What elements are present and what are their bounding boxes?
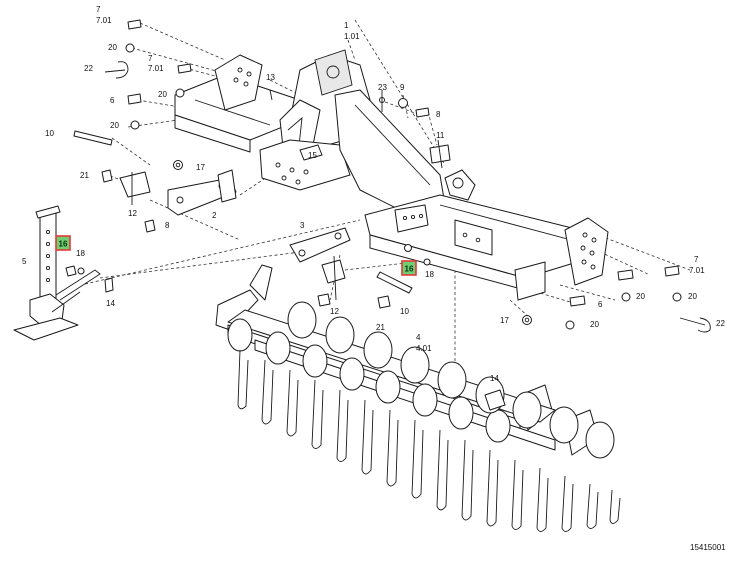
label-7-01: 7.01 xyxy=(148,64,164,73)
label-5: 5 xyxy=(22,257,27,266)
label-17: 17 xyxy=(500,316,509,325)
label-4-01: 4.01 xyxy=(416,344,432,353)
highlight-label: 16 xyxy=(405,265,414,274)
label-22: 22 xyxy=(84,64,93,73)
label-23: 23 xyxy=(378,83,387,92)
label-17: 17 xyxy=(196,163,205,172)
upper-right-parts xyxy=(269,89,451,169)
label-15: 15 xyxy=(308,151,317,160)
label-13: 13 xyxy=(266,73,275,82)
center-link-parts xyxy=(289,227,431,309)
label-20: 20 xyxy=(688,292,697,301)
label-12: 12 xyxy=(128,209,137,218)
label-1-01: 1.01 xyxy=(344,32,360,41)
label-11: 11 xyxy=(436,131,445,140)
label-7-01: 7.01 xyxy=(689,266,705,275)
label-20: 20 xyxy=(636,292,645,301)
spring-tines xyxy=(237,349,621,532)
label-1: 1 xyxy=(344,21,349,30)
callout-labels: 7 7.01 20 22 7 7.01 20 6 20 10 17 21 12 … xyxy=(22,5,725,383)
disc-row-front xyxy=(287,301,615,459)
highlight-16-jack[interactable]: 16 xyxy=(55,235,71,251)
label-7: 7 xyxy=(694,255,699,264)
disc-row-rear xyxy=(227,318,511,443)
highlight-16-frame[interactable]: 16 xyxy=(401,260,417,276)
label-10: 10 xyxy=(400,307,409,316)
label-22: 22 xyxy=(716,319,725,328)
label-14: 14 xyxy=(490,374,499,383)
roller-harrow xyxy=(215,264,621,532)
label-7-01: 7.01 xyxy=(96,16,112,25)
right-parts xyxy=(522,265,711,333)
label-20: 20 xyxy=(590,320,599,329)
label-3: 3 xyxy=(300,221,305,230)
label-18: 18 xyxy=(76,249,85,258)
label-7: 7 xyxy=(96,5,101,14)
label-8: 8 xyxy=(436,110,441,119)
parking-jack xyxy=(13,205,114,341)
label-10: 10 xyxy=(45,129,54,138)
label-9: 9 xyxy=(400,83,405,92)
label-21: 21 xyxy=(80,171,89,180)
label-7: 7 xyxy=(148,54,153,63)
main-frame xyxy=(174,49,609,301)
label-8: 8 xyxy=(165,221,170,230)
label-4: 4 xyxy=(416,333,421,342)
label-14: 14 xyxy=(106,299,115,308)
highlighted-callouts[interactable]: 16 16 xyxy=(55,235,417,276)
label-6: 6 xyxy=(110,96,115,105)
left-parts xyxy=(73,19,237,233)
label-20: 20 xyxy=(158,90,167,99)
highlight-label: 16 xyxy=(59,240,68,249)
label-12: 12 xyxy=(330,307,339,316)
label-20: 20 xyxy=(108,43,117,52)
label-2: 2 xyxy=(212,211,217,220)
drawing-number: 15415001 xyxy=(690,543,726,552)
label-20: 20 xyxy=(110,121,119,130)
label-21: 21 xyxy=(376,323,385,332)
label-18: 18 xyxy=(425,270,434,279)
label-6: 6 xyxy=(598,300,603,309)
